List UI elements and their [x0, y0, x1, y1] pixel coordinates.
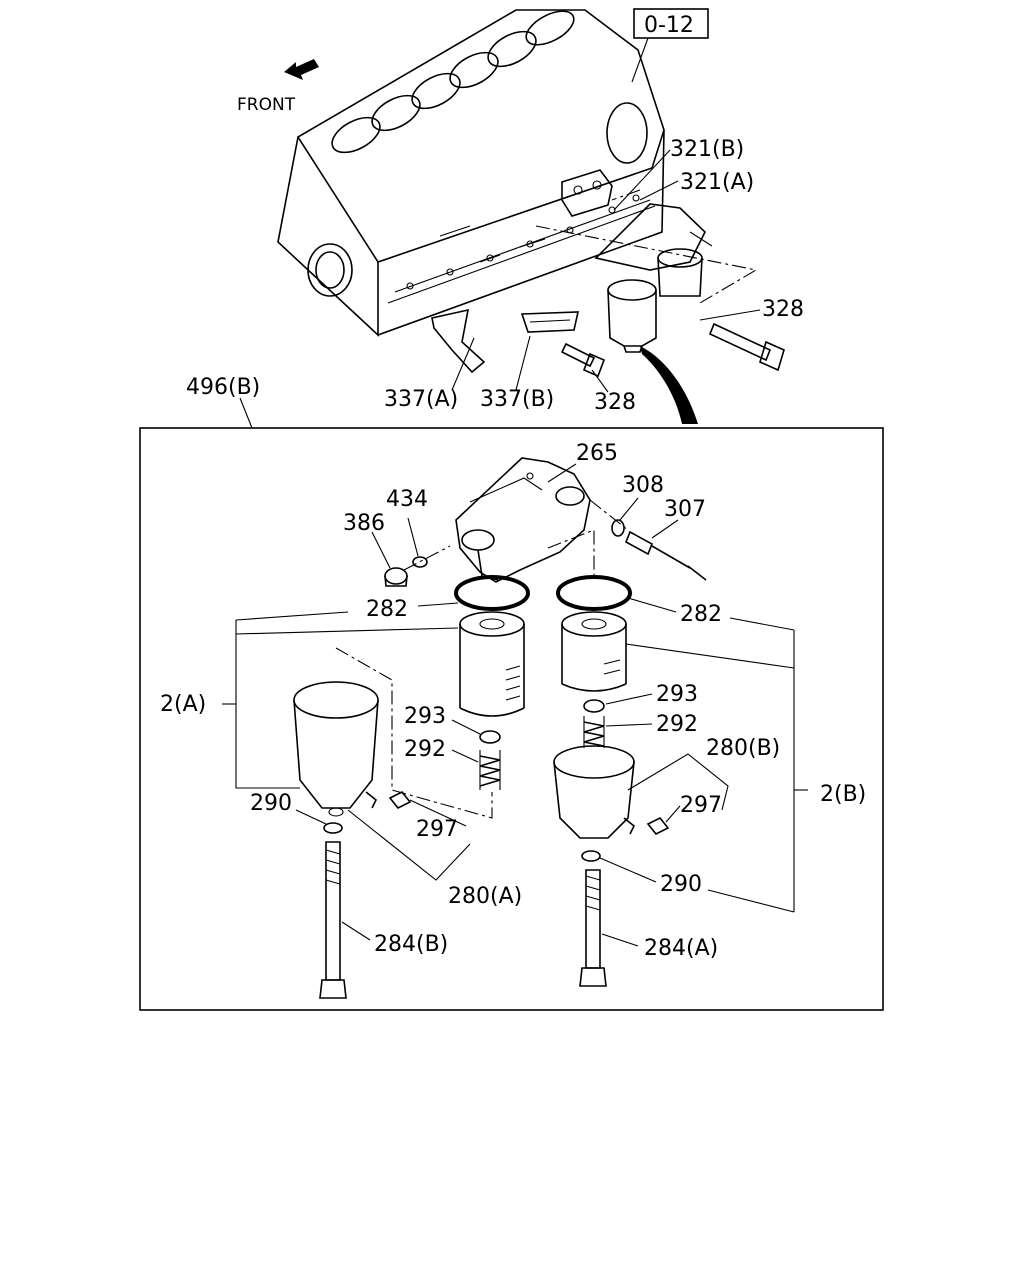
callout-284b: 284(B) [374, 932, 448, 957]
callout-496b: 496(B) [186, 375, 260, 400]
front-label: FRONT [237, 95, 296, 115]
right-filter-element [561, 611, 627, 692]
callout-2b: 2(B) [820, 782, 866, 807]
seal-ring-282-right [556, 575, 632, 611]
callout-290-left: 290 [250, 791, 292, 816]
callout-292-left: 292 [404, 737, 446, 762]
left-filter-element [459, 611, 525, 717]
callout-293-right: 293 [656, 682, 698, 707]
oring-290-right [581, 850, 601, 862]
oring-308 [611, 519, 625, 537]
washer-293-right [583, 699, 605, 713]
spring-292-left [479, 750, 501, 790]
reference-box: 0-12 [631, 8, 709, 83]
detail-arrow [640, 346, 698, 424]
bottom-leaders [222, 463, 808, 947]
callout-321b: 321(B) [670, 137, 744, 162]
callout-2a: 2(A) [160, 692, 206, 717]
callout-328-bottom: 328 [594, 390, 636, 415]
callout-307: 307 [664, 497, 706, 522]
callout-265: 265 [576, 441, 618, 466]
oring-434 [412, 556, 428, 568]
installed-filter-assembly [535, 189, 785, 372]
bracket-337b [520, 311, 580, 333]
sensor-307 [624, 530, 707, 581]
callout-328-right: 328 [762, 297, 804, 322]
plug-297-left [388, 790, 412, 810]
detail-frame [139, 427, 884, 1011]
callout-337a: 337(A) [384, 387, 458, 412]
callout-297-left: 297 [416, 817, 458, 842]
callout-292-right: 292 [656, 712, 698, 737]
callout-282-right: 282 [680, 602, 722, 627]
callout-321a: 321(A) [680, 170, 754, 195]
callout-282-left: 282 [366, 597, 408, 622]
reference-box-label: 0-12 [644, 13, 694, 38]
engine-block [277, 9, 665, 337]
callout-293-left: 293 [404, 704, 446, 729]
bolt-284b [319, 841, 347, 999]
bracket-337a [431, 308, 486, 374]
washer-293-left [479, 730, 501, 744]
callout-290-right: 290 [660, 872, 702, 897]
bowl-280a [293, 681, 379, 817]
callout-280a: 280(A) [448, 884, 522, 909]
callout-labels: 321(B) 321(A) 328 337(A) 337(B) 328 496(… [160, 137, 866, 961]
callout-280b: 280(B) [706, 736, 780, 761]
filter-head-265 [455, 457, 591, 583]
bowl-280b [553, 745, 636, 839]
bolt-328-bottom [560, 342, 606, 378]
front-arrow: FRONT [237, 59, 319, 115]
callout-386: 386 [343, 511, 385, 536]
callout-284a: 284(A) [644, 936, 718, 961]
callout-308: 308 [622, 473, 664, 498]
oring-290-left [323, 822, 343, 834]
top-leaders [451, 149, 761, 393]
seal-ring-282-left [454, 575, 530, 611]
bolt-284a [579, 869, 607, 987]
callout-297-right: 297 [680, 793, 722, 818]
callout-434: 434 [386, 487, 428, 512]
plug-386 [384, 567, 408, 587]
callout-337b: 337(B) [480, 387, 554, 412]
plug-297-right [646, 816, 670, 836]
spring-292-right [583, 716, 605, 748]
